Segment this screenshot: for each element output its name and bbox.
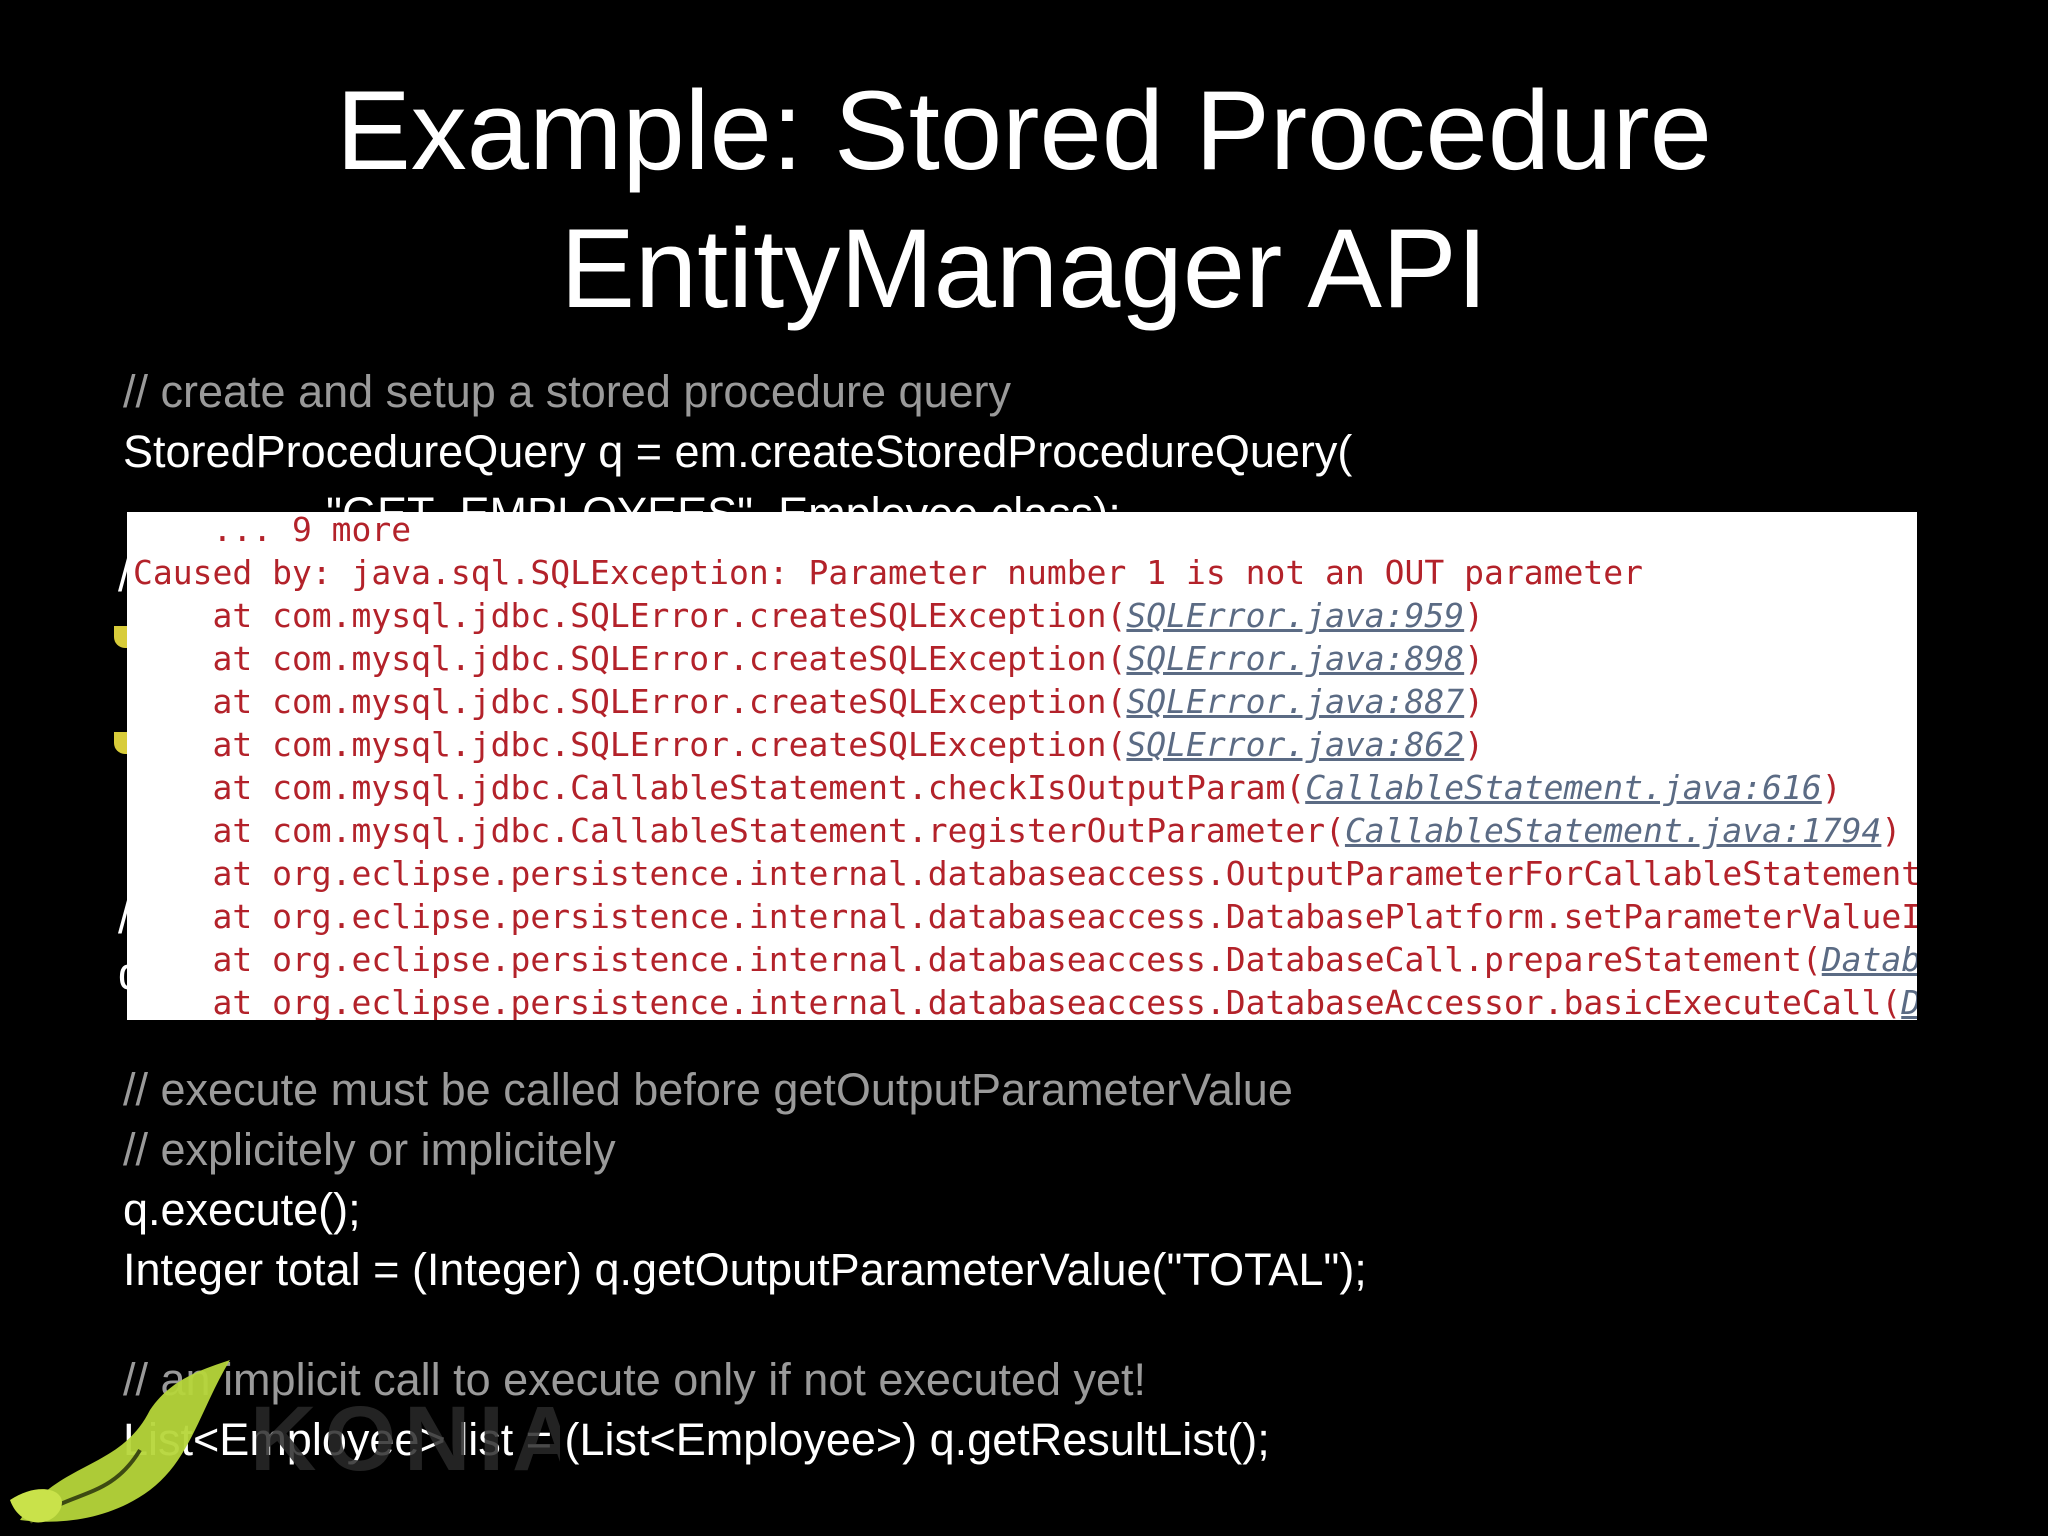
stack-frame-close-paren: ) [1464, 725, 1485, 764]
stack-frame-method: at org.eclipse.persistence.internal.data… [133, 983, 1902, 1020]
stack-trace-more: ... 9 more [133, 512, 412, 549]
stack-frame-method: at com.mysql.jdbc.CallableStatement.regi… [133, 811, 1345, 850]
stack-trace-screenshot: ... 9 more Caused by: java.sql.SQLExcept… [127, 512, 1917, 1020]
stack-frame-source-link[interactable]: CallableStatement.java:616 [1305, 768, 1822, 807]
stack-trace-frame: at org.eclipse.persistence.internal.data… [133, 938, 1917, 981]
stack-trace-frame: at com.mysql.jdbc.SQLError.createSQLExce… [133, 594, 1484, 637]
code-line-procedure-name: "GET_EMPLOYEES", Employee.class); [326, 488, 1121, 514]
code-line-create-query: StoredProcedureQuery q = em.createStored… [123, 426, 1353, 477]
stack-frame-source-link[interactable]: SQLError.java:898 [1126, 639, 1465, 678]
stack-trace-frame: at com.mysql.jdbc.CallableStatement.chec… [133, 766, 1842, 809]
stack-frame-method: at org.eclipse.persistence.internal.data… [133, 854, 1917, 893]
code-comment-create: // create and setup a stored procedure q… [123, 366, 1012, 417]
stack-frame-method: at com.mysql.jdbc.SQLError.createSQLExce… [133, 725, 1127, 764]
stack-frame-close-paren: ) [1821, 768, 1842, 807]
slide-title-line-1: Example: Stored Procedure [336, 68, 1712, 193]
bullet-marker [114, 732, 127, 754]
konia-logo: KONIA [10, 1360, 560, 1524]
stack-frame-source-link[interactable]: SQLError.java:887 [1126, 682, 1465, 721]
stack-frame-close-paren: ) [1464, 596, 1485, 635]
stack-frame-method: at com.mysql.jdbc.CallableStatement.chec… [133, 768, 1306, 807]
stack-frame-source-link[interactable]: Datab [1821, 940, 1917, 979]
stack-frame-source-link[interactable]: SQLError.java:862 [1126, 725, 1465, 764]
stack-frame-source-link[interactable]: D [1901, 983, 1917, 1020]
stack-frame-close-paren: ) [1464, 682, 1485, 721]
stack-trace-frame: at org.eclipse.persistence.internal.data… [133, 981, 1917, 1020]
slide-title: Example: Stored Procedure EntityManager … [0, 62, 2048, 338]
stack-frame-close-paren: ) [1881, 811, 1902, 850]
stack-trace-frame: at org.eclipse.persistence.internal.data… [133, 895, 1917, 938]
stack-trace-frame: at com.mysql.jdbc.SQLError.createSQLExce… [133, 723, 1484, 766]
logo-wordmark: KONIA [250, 1388, 560, 1490]
stack-frame-source-link[interactable]: SQLError.java:959 [1126, 596, 1465, 635]
stack-frame-method: at com.mysql.jdbc.SQLError.createSQLExce… [133, 682, 1127, 721]
stack-frame-method: at com.mysql.jdbc.SQLError.createSQLExce… [133, 639, 1127, 678]
stack-frame-method: at org.eclipse.persistence.internal.data… [133, 940, 1822, 979]
stack-trace-frame: at com.mysql.jdbc.CallableStatement.regi… [133, 809, 1901, 852]
code-line-result-list: List<Employee> list = (List<Employee>) q… [123, 1414, 1270, 1465]
code-comment-explicit: // explicitely or implicitely [123, 1124, 616, 1175]
stack-frame-method: at com.mysql.jdbc.SQLError.createSQLExce… [133, 596, 1127, 635]
stack-trace-frame: at com.mysql.jdbc.SQLError.createSQLExce… [133, 680, 1484, 723]
bullet-marker [114, 626, 127, 648]
stack-trace-frame: at org.eclipse.persistence.internal.data… [133, 852, 1917, 895]
code-line-get-output: Integer total = (Integer) q.getOutputPar… [123, 1244, 1367, 1295]
stack-frame-close-paren: ) [1464, 639, 1485, 678]
code-comment-execute: // execute must be called before getOutp… [123, 1064, 1293, 1115]
stack-trace-caused-by: Caused by: java.sql.SQLException: Parame… [133, 553, 1643, 592]
stack-frame-source-link[interactable]: CallableStatement.java:1794 [1344, 811, 1882, 850]
slide-title-line-2: EntityManager API [560, 206, 1488, 331]
stack-trace-frame: at com.mysql.jdbc.SQLError.createSQLExce… [133, 637, 1484, 680]
code-comment-implicit: // an implicit call to execute only if n… [123, 1354, 1147, 1405]
stack-frame-method: at org.eclipse.persistence.internal.data… [133, 897, 1917, 936]
code-line-execute: q.execute(); [123, 1184, 361, 1235]
